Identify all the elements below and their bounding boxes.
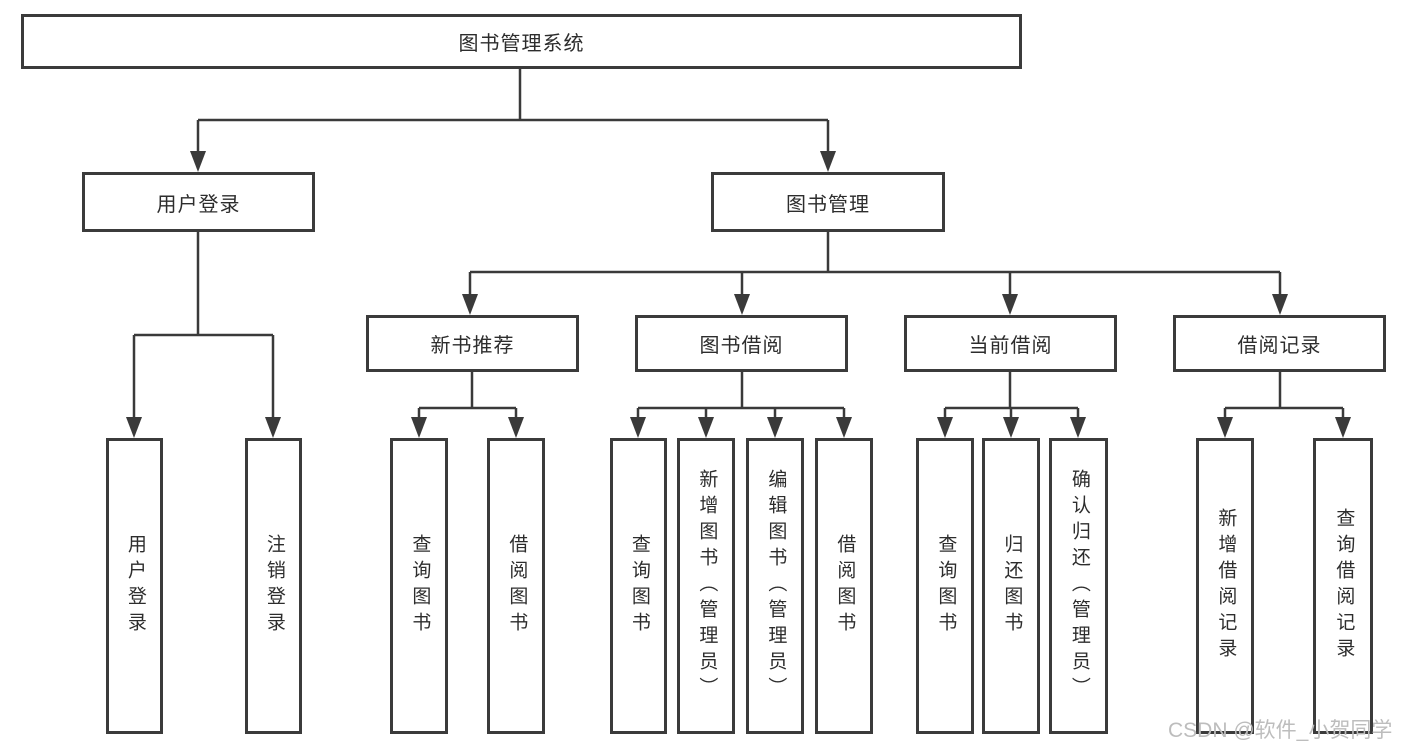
leaf-edit-book-admin: 编辑图书（管理员） bbox=[746, 438, 804, 734]
node-new-book-recommend: 新书推荐 bbox=[366, 315, 579, 372]
node-borrow-records: 借阅记录 bbox=[1173, 315, 1386, 372]
leaf-confirm-return-admin-label: 确认归还（管理员） bbox=[1068, 469, 1090, 703]
node-user-login: 用户登录 bbox=[82, 172, 315, 232]
leaf-logout-label: 注销登录 bbox=[263, 534, 285, 638]
node-book-borrow: 图书借阅 bbox=[635, 315, 848, 372]
leaf-query-borrow-record-label: 查询借阅记录 bbox=[1333, 508, 1355, 664]
leaf-logout: 注销登录 bbox=[245, 438, 302, 734]
leaf-edit-book-admin-label: 编辑图书（管理员） bbox=[765, 469, 787, 703]
node-root: 图书管理系统 bbox=[21, 14, 1022, 69]
leaf-return-books-label: 归还图书 bbox=[1001, 534, 1023, 638]
leaf-add-book-admin: 新增图书（管理员） bbox=[677, 438, 735, 734]
leaf-borrow-query-books: 查询图书 bbox=[610, 438, 667, 734]
leaf-user-login: 用户登录 bbox=[106, 438, 163, 734]
leaf-recommend-query-books-label: 查询图书 bbox=[409, 534, 431, 638]
leaf-current-query-books-label: 查询图书 bbox=[935, 534, 957, 638]
leaf-current-query-books: 查询图书 bbox=[916, 438, 974, 734]
leaf-borrow-books-label: 借阅图书 bbox=[834, 534, 856, 638]
leaf-recommend-borrow-books: 借阅图书 bbox=[487, 438, 545, 734]
leaf-recommend-borrow-books-label: 借阅图书 bbox=[506, 534, 528, 638]
leaf-confirm-return-admin: 确认归还（管理员） bbox=[1049, 438, 1108, 734]
leaf-query-borrow-record: 查询借阅记录 bbox=[1313, 438, 1373, 734]
node-current-borrow: 当前借阅 bbox=[904, 315, 1117, 372]
leaf-add-borrow-record: 新增借阅记录 bbox=[1196, 438, 1254, 734]
leaf-user-login-label: 用户登录 bbox=[124, 534, 146, 638]
csdn-watermark: CSDN @软件_小贺同学 bbox=[1168, 719, 1393, 742]
leaf-add-borrow-record-label: 新增借阅记录 bbox=[1215, 508, 1237, 664]
leaf-recommend-query-books: 查询图书 bbox=[390, 438, 448, 734]
leaf-borrow-books: 借阅图书 bbox=[815, 438, 873, 734]
leaf-return-books: 归还图书 bbox=[982, 438, 1040, 734]
node-book-management: 图书管理 bbox=[711, 172, 945, 232]
leaf-add-book-admin-label: 新增图书（管理员） bbox=[696, 469, 718, 703]
leaf-borrow-query-books-label: 查询图书 bbox=[628, 534, 650, 638]
